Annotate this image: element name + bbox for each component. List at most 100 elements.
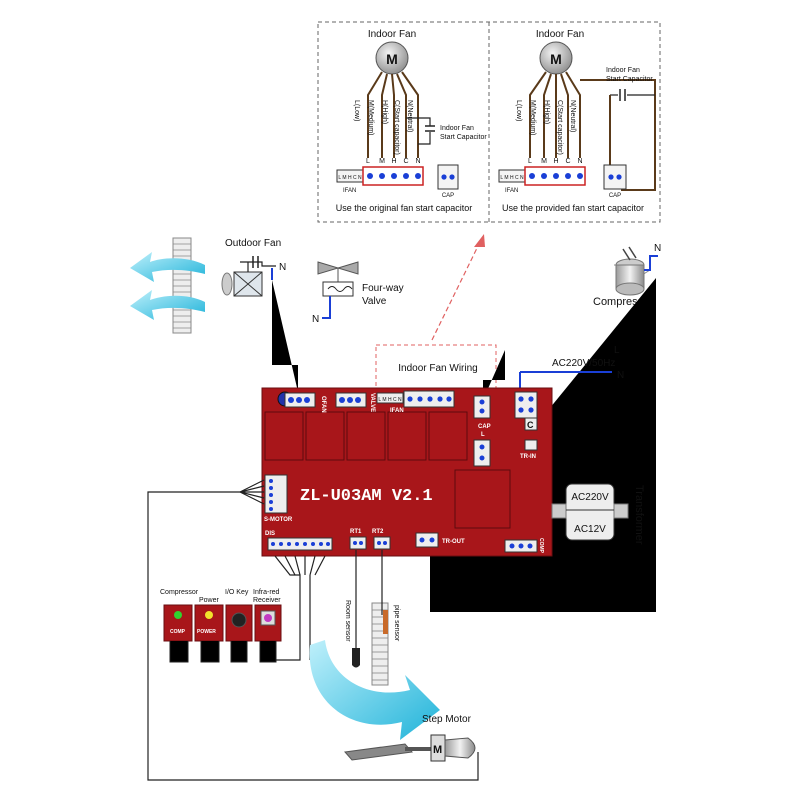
valve-n: N	[312, 314, 319, 325]
outdoor-fan-label: Outdoor Fan	[225, 238, 281, 249]
fan-blade-icon	[221, 272, 233, 296]
svg-text:H: H	[391, 158, 396, 165]
sensors: Room sensor pipe sensor	[344, 550, 400, 686]
inset-panel	[317, 21, 661, 223]
terminal-letters: L M H C N	[528, 158, 582, 165]
svg-text:TR-IN: TR-IN	[520, 454, 536, 460]
svg-text:DIS: DIS	[265, 531, 275, 537]
svg-text:L: L	[528, 158, 532, 165]
inset-right-title: Indoor Fan	[536, 29, 584, 40]
cap-note-1: Indoor Fan	[606, 67, 640, 74]
wire-cap: C(Start capacitor)	[393, 100, 400, 155]
valve-coil-icon	[322, 281, 354, 297]
svg-text:CAP: CAP	[442, 193, 454, 199]
power-line-labels: L N AC220V/50Hz	[552, 345, 624, 381]
svg-text:RT2: RT2	[372, 529, 384, 535]
svg-text:C: C	[403, 158, 408, 165]
inset-left: Indoor Fan M L(Low) M(Medium) H(High) C(…	[336, 29, 488, 213]
svg-text:L M H C N: L M H C N	[500, 175, 524, 181]
outdoor-fan: Outdoor Fan N	[221, 238, 286, 297]
svg-text:N: N	[617, 370, 624, 381]
main-board: OFAN VALVE L M H C N IFAN CAP L C TR-IN …	[261, 387, 553, 557]
svg-text:L M H C N: L M H C N	[338, 175, 362, 181]
wire-low: L(Low)	[353, 100, 360, 121]
svg-text:L: L	[366, 158, 370, 165]
svg-text:Valve: Valve	[362, 296, 387, 307]
svg-text:N(Neutral): N(Neutral)	[569, 100, 576, 132]
ac-supply-label: AC220V/50Hz	[552, 358, 615, 369]
cap-connector: CAP	[603, 164, 627, 199]
svg-text:POWER: POWER	[197, 629, 216, 635]
pipe-sensor-label: pipe sensor	[393, 605, 400, 642]
svg-text:C(Start capacitor): C(Start capacitor)	[556, 100, 563, 155]
svg-text:AC12V: AC12V	[574, 524, 606, 535]
outdoor-airflow-arrows	[130, 252, 205, 320]
svg-text:IFAN: IFAN	[343, 188, 356, 194]
svg-text:L: L	[481, 432, 485, 438]
svg-text:OFAN: OFAN	[320, 396, 326, 413]
svg-text:IFAN: IFAN	[505, 188, 518, 194]
callout-arrow	[431, 234, 485, 341]
display-board: Compressor Power I/O Key Infra-red Recei…	[160, 589, 282, 663]
step-motor: Step Motor M	[344, 714, 476, 762]
svg-text:C: C	[565, 158, 570, 165]
wire-high: H(High)	[381, 100, 388, 124]
ifan-connector: L M H C N IFAN	[336, 166, 424, 194]
cap-connector: CAP	[437, 164, 459, 199]
fan-wire-bundle	[367, 71, 435, 158]
step-motor-label: Step Motor	[422, 714, 472, 725]
svg-text:I/O Key: I/O Key	[225, 589, 249, 596]
svg-text:Infra-red: Infra-red	[253, 589, 280, 596]
svg-text:CAP: CAP	[609, 193, 621, 199]
svg-text:N: N	[577, 158, 582, 165]
svg-text:VALVE: VALVE	[369, 393, 375, 412]
wire-neutral: N(Neutral)	[406, 100, 413, 132]
svg-text:Four-way: Four-way	[362, 283, 404, 294]
wire-medium: M(Medium)	[367, 100, 374, 135]
svg-text:AC220V: AC220V	[571, 492, 609, 503]
board-title: ZL-U03AM V2.1	[300, 487, 433, 506]
inset-left-title: Indoor Fan	[368, 29, 416, 40]
cap-note-1: Indoor Fan	[440, 125, 474, 132]
svg-text:L M H C N: L M H C N	[378, 397, 402, 403]
svg-text:Compressor: Compressor	[160, 589, 199, 596]
inset-right-caption: Use the provided fan start capacitor	[502, 203, 644, 213]
ir-receiver-icon	[264, 614, 272, 622]
svg-text:COMP: COMP	[538, 538, 544, 554]
compressor-n: N	[654, 243, 661, 254]
inset-right: Indoor Fan M L(Low) M(Medium) H(High) C(…	[498, 29, 656, 213]
fan-wire-bundle	[529, 71, 656, 191]
io-key-button-icon	[231, 612, 247, 628]
svg-text:IFAN: IFAN	[390, 408, 404, 414]
transformer-label: Transformer	[633, 485, 645, 545]
svg-text:N: N	[415, 158, 420, 165]
terminal-letters: L M H C N	[366, 158, 420, 165]
svg-text:L: L	[614, 345, 620, 356]
outdoor-coil	[172, 237, 192, 334]
svg-text:M(Medium): M(Medium)	[529, 100, 536, 135]
outdoor-fan-n: N	[279, 262, 286, 273]
svg-text:C: C	[527, 420, 534, 430]
indoor-fan-wiring-label: Indoor Fan Wiring	[398, 363, 477, 374]
cap-note-2: Start Capacitor	[440, 134, 487, 141]
svg-text:M: M	[541, 158, 547, 165]
compressor: Compressor N	[593, 243, 661, 308]
inset-left-caption: Use the original fan start capacitor	[336, 203, 473, 213]
svg-text:M: M	[379, 158, 385, 165]
four-way-valve: Four-way Valve N	[312, 261, 404, 325]
svg-text:Power: Power	[199, 597, 220, 604]
svg-text:L(Low): L(Low)	[515, 100, 522, 121]
svg-text:H(High): H(High)	[543, 100, 550, 124]
svg-text:H: H	[553, 158, 558, 165]
ifan-connector: L M H C N IFAN	[498, 166, 586, 194]
svg-text:Receiver: Receiver	[253, 597, 281, 604]
motor-symbol: M	[550, 51, 562, 67]
svg-text:RT1: RT1	[350, 529, 362, 535]
svg-text:TR-OUT: TR-OUT	[442, 539, 465, 545]
indoor-airflow-arrow	[309, 640, 440, 740]
svg-text:CAP: CAP	[478, 424, 491, 430]
svg-text:S-MOTOR: S-MOTOR	[264, 517, 293, 523]
room-sensor-label: Room sensor	[344, 600, 351, 642]
motor-symbol: M	[386, 51, 398, 67]
